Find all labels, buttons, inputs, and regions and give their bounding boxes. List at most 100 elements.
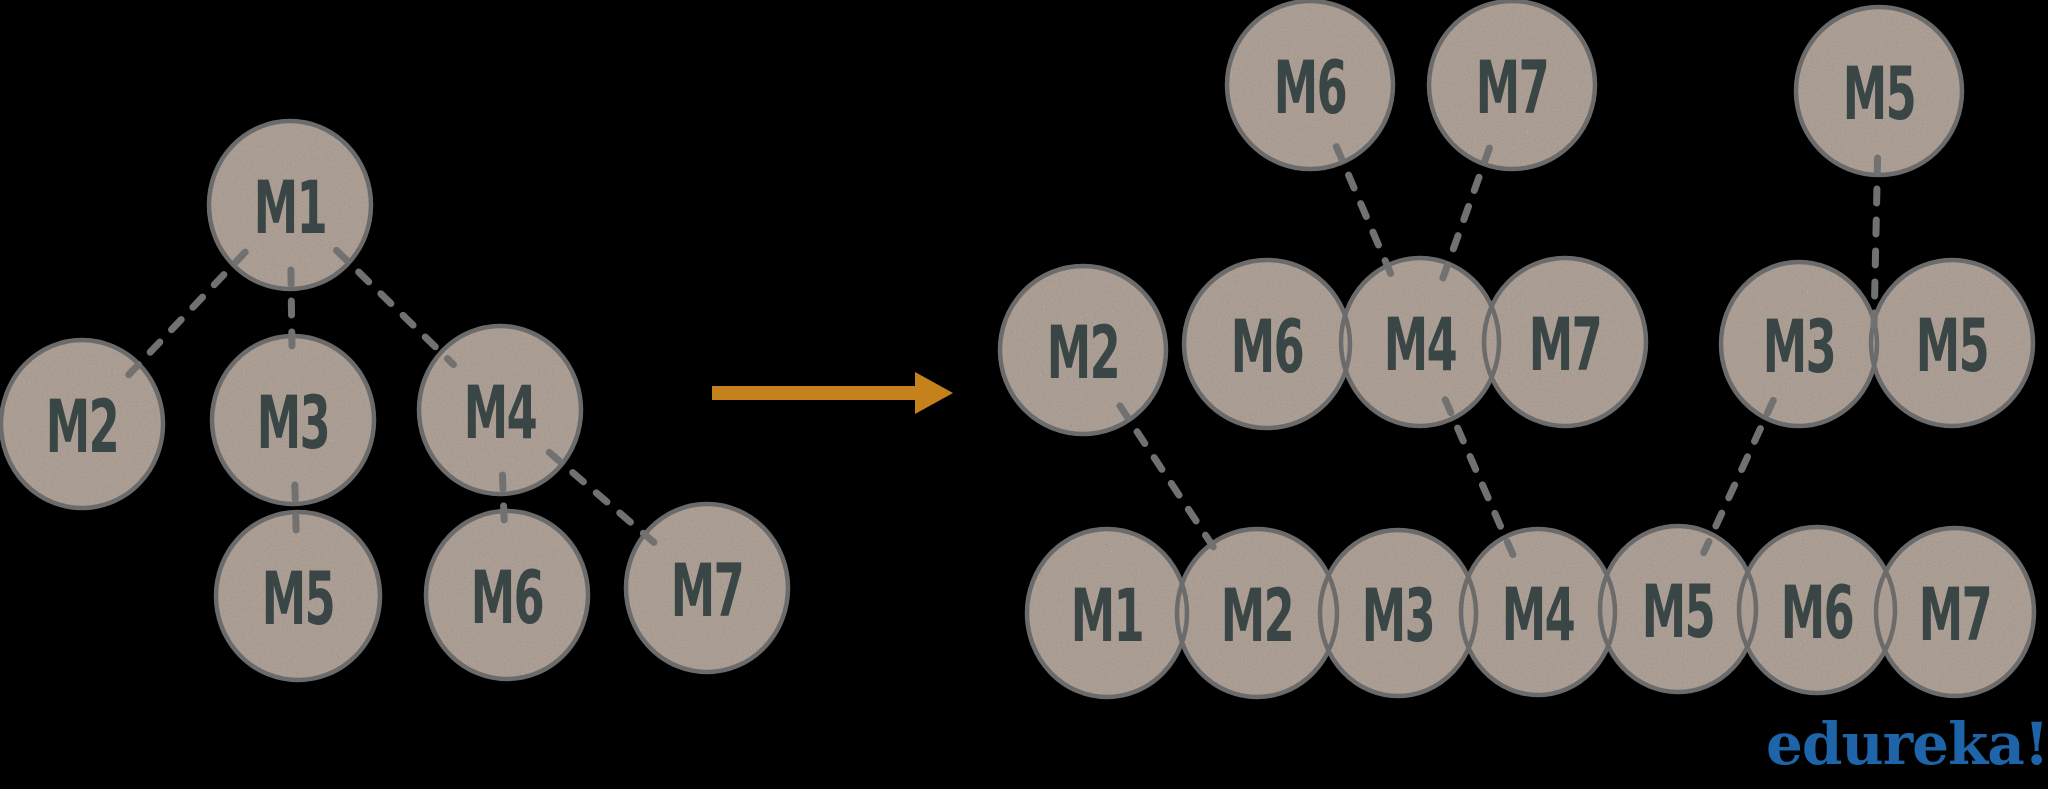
groups-node-m6 <box>1739 527 1895 693</box>
groups-node-label-m6: M6 <box>1274 47 1348 132</box>
tree-node-label-m2: M2 <box>46 386 120 471</box>
transform-arrow <box>712 372 953 414</box>
groups-node-m4 <box>1461 529 1615 695</box>
groups-node-m6 <box>1227 1 1393 169</box>
svg-text:M5: M5 <box>1642 571 1715 656</box>
tree-node-border-m5 <box>213 509 383 683</box>
groups-node-label-m4: M4 <box>1384 304 1458 389</box>
groups-node-label-m2: M2 <box>1047 312 1121 397</box>
groups-edge-c2-b2 <box>1116 402 1226 564</box>
svg-text:M7: M7 <box>671 550 744 635</box>
svg-text:M3: M3 <box>1362 575 1435 660</box>
groups-node-label-m3: M3 <box>1763 306 1837 391</box>
svg-text:M3: M3 <box>1763 306 1836 391</box>
groups-node-label-m5: M5 <box>1642 571 1716 656</box>
groups-node-m5 <box>1796 7 1962 175</box>
groups-node-label-m7: M7 <box>1529 304 1603 389</box>
tree-node-m6 <box>426 511 588 679</box>
groups-node-border-m2 <box>997 263 1169 437</box>
groups-node-border-m3 <box>1317 527 1479 699</box>
groups-node-m6 <box>1184 260 1350 428</box>
svg-text:M6: M6 <box>1274 47 1347 132</box>
groups-node-border-m6 <box>1181 257 1353 431</box>
svg-text:M6: M6 <box>471 557 544 642</box>
groups-node-border-m6 <box>1736 524 1898 696</box>
tree-node-m7 <box>626 504 788 672</box>
groups-edge-t7-c4 <box>1437 144 1493 287</box>
tree-node-border-m2 <box>0 337 166 511</box>
tree-node-label-m4: M4 <box>464 372 538 457</box>
groups-node-m3 <box>1320 530 1476 696</box>
groups-node-m7 <box>1484 258 1646 426</box>
tree-node-label-m1: M1 <box>254 167 328 252</box>
groups-node-m5 <box>1871 260 2033 426</box>
groups-edge-c3-b5 <box>1700 396 1777 557</box>
groups-edge-t6-c4 <box>1332 143 1399 288</box>
tree-edge-l4-l7 <box>545 448 662 550</box>
groups-node-label-m7: M7 <box>1476 47 1550 132</box>
svg-text:M3: M3 <box>257 382 330 467</box>
tree-node-border-m7 <box>623 501 791 675</box>
groups-node-m4 <box>1341 258 1499 426</box>
groups-node-border-m4 <box>1338 255 1502 429</box>
svg-text:M6: M6 <box>1231 306 1304 391</box>
tree-node-m3 <box>212 336 374 504</box>
groups-node-m2 <box>1000 266 1166 434</box>
svg-text:M2: M2 <box>46 386 119 471</box>
tree-node-label-m3: M3 <box>257 382 331 467</box>
groups-node-border-m7 <box>1426 0 1598 172</box>
groups-node-label-m6: M6 <box>1231 306 1305 391</box>
tree-node-label-m7: M7 <box>671 550 745 635</box>
groups-node-m2 <box>1177 529 1337 697</box>
tree-edge-l3-l5 <box>291 481 300 534</box>
svg-text:M4: M4 <box>1384 304 1457 389</box>
svg-text:M7: M7 <box>1919 574 1992 659</box>
tree-edge-l1-l4 <box>333 246 457 369</box>
svg-text:M2: M2 <box>1047 312 1120 397</box>
groups-node-m7 <box>1876 528 2034 696</box>
svg-text:M5: M5 <box>1843 53 1916 138</box>
groups-node-label-m6: M6 <box>1781 572 1855 657</box>
svg-text:M5: M5 <box>262 558 335 643</box>
groups-node-border-m7 <box>1481 255 1649 429</box>
svg-text:M1: M1 <box>254 167 327 252</box>
groups-node-label-m7: M7 <box>1919 574 1993 659</box>
groups-node-label-m2: M2 <box>1221 575 1295 660</box>
groups-node-label-m3: M3 <box>1362 575 1436 660</box>
tree-node-m2 <box>1 340 163 508</box>
svg-text:M6: M6 <box>1781 572 1854 657</box>
groups-node-m3 <box>1721 262 1877 426</box>
groups-node-label-m5: M5 <box>1916 305 1990 390</box>
svg-text:M4: M4 <box>1502 574 1575 659</box>
groups-edge-c4-b4 <box>1441 396 1518 560</box>
groups-node-border-m3 <box>1718 259 1880 429</box>
tree-node-border-m4 <box>416 323 584 497</box>
groups-node-m1 <box>1027 529 1187 697</box>
groups-node-label-m5: M5 <box>1843 53 1917 138</box>
groups-edge-t5-c5 <box>1870 154 1882 330</box>
groups-node-label-m4: M4 <box>1502 574 1576 659</box>
tree-node-label-m5: M5 <box>262 558 336 643</box>
groups-node-border-m1 <box>1024 526 1190 700</box>
groups-node-border-m2 <box>1174 526 1340 700</box>
groups-node-border-m5 <box>1868 257 2036 429</box>
svg-text:M5: M5 <box>1916 305 1989 390</box>
svg-text:M2: M2 <box>1221 575 1294 660</box>
svg-text:M1: M1 <box>1071 575 1144 660</box>
groups-node-border-m4 <box>1458 526 1618 698</box>
groups-node-border-m6 <box>1224 0 1396 172</box>
groups-node-m7 <box>1429 1 1595 169</box>
tree-node-m1 <box>209 121 371 289</box>
tree-node-border-m1 <box>206 118 374 292</box>
tree-edge-l1-l3 <box>287 266 296 359</box>
groups-node-m5 <box>1600 526 1756 692</box>
tree-node-m4 <box>419 326 581 494</box>
svg-text:M7: M7 <box>1529 304 1602 389</box>
tree-edge-l1-l2 <box>123 248 249 381</box>
tree-node-m5 <box>216 512 380 680</box>
groups-node-border-m7 <box>1873 525 2037 699</box>
edureka-logo: edureka! <box>1766 710 2048 778</box>
tree-edge-l4-l6 <box>498 471 509 534</box>
